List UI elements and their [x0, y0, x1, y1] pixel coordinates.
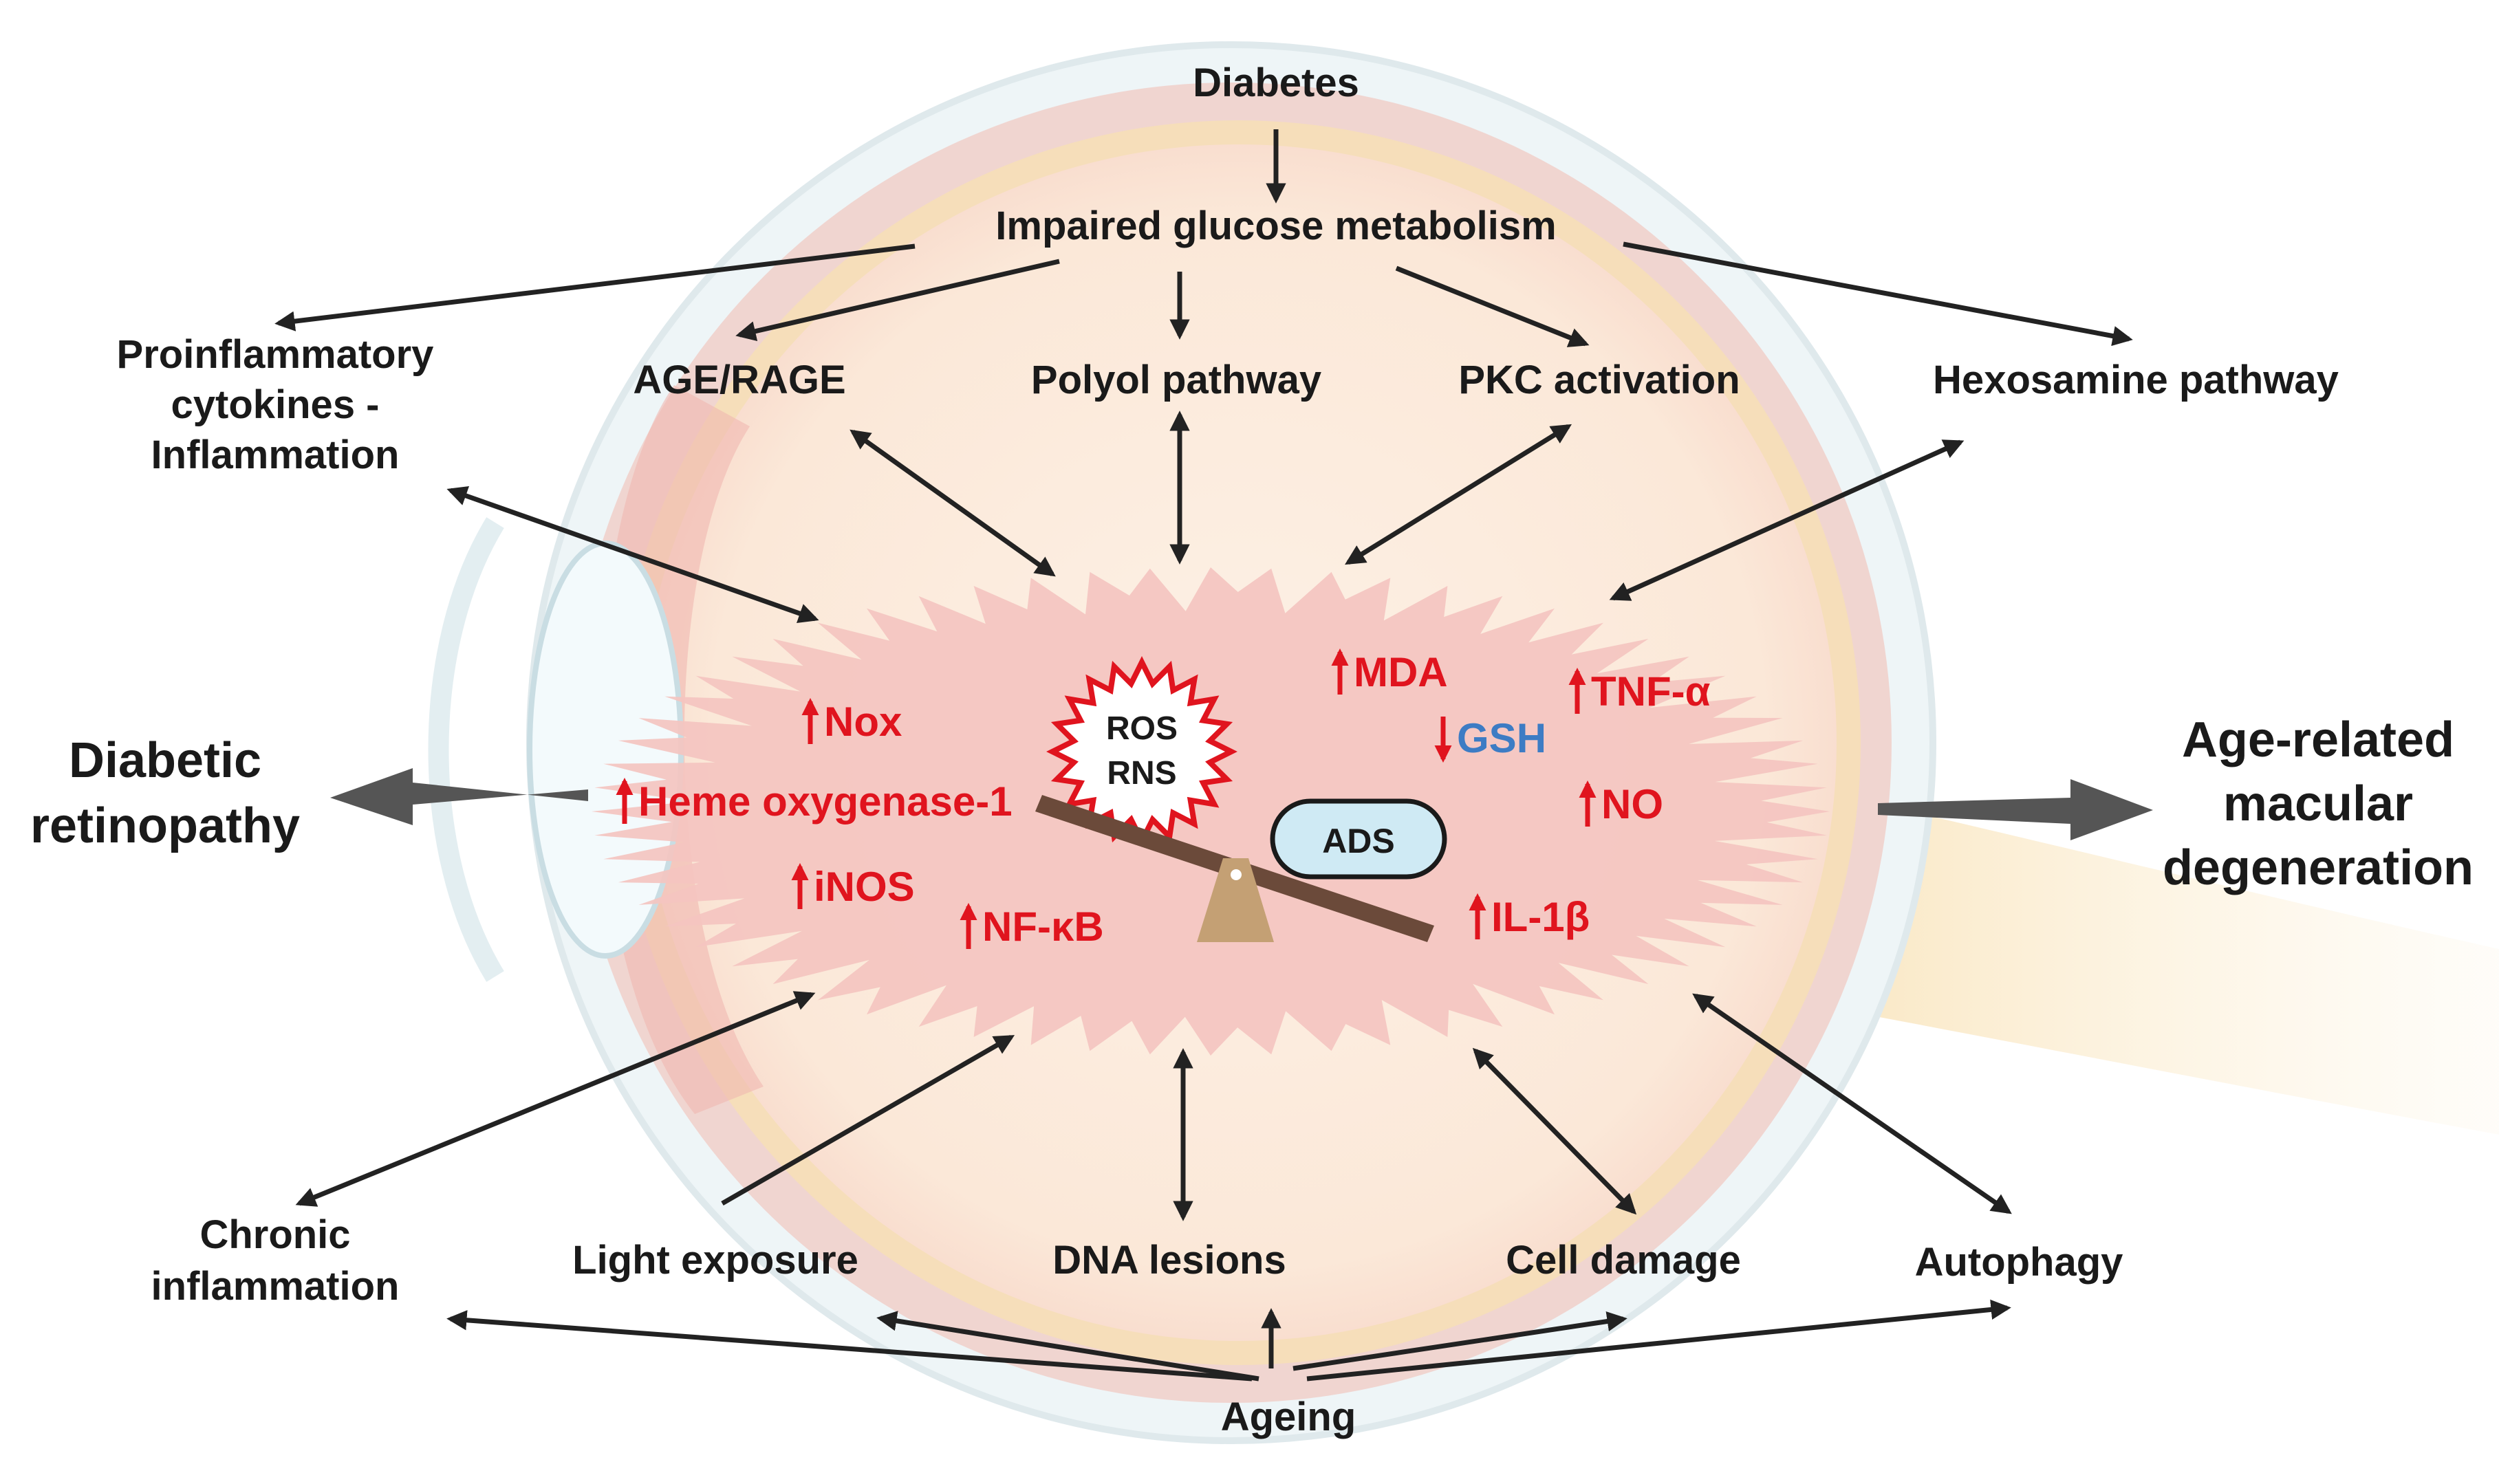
marker-gsh: GSH	[1443, 715, 1546, 761]
svg-text:Heme oxygenase-1: Heme oxygenase-1	[638, 778, 1013, 825]
ros-label: ROS	[1106, 710, 1178, 747]
svg-text:NO: NO	[1601, 781, 1663, 827]
marker-inos: iNOS	[800, 864, 915, 910]
impaired-glucose-label: Impaired glucose metabolism	[995, 204, 1556, 248]
diabetic-retinopathy-line1: Diabetic	[69, 733, 261, 788]
svg-text:iNOS: iNOS	[814, 864, 915, 910]
rns-label: RNS	[1107, 755, 1176, 792]
marker-heme: Heme oxygenase-1	[625, 778, 1013, 825]
svg-text:TNF-α: TNF-α	[1591, 668, 1711, 714]
ads-label: ADS	[1322, 822, 1395, 860]
marker-il1b: IL-1β	[1478, 894, 1590, 940]
polyol-label: Polyol pathway	[1031, 358, 1321, 402]
chronic-inflammation-line2: inflammation	[151, 1264, 400, 1309]
amd-line1: Age-related	[2182, 712, 2454, 767]
svg-text:MDA: MDA	[1354, 649, 1448, 695]
proinflammatory-label-3: Inflammation	[151, 433, 400, 477]
marker-nfkb: NF-κB	[969, 904, 1104, 950]
marker-nox: Nox	[810, 699, 902, 745]
proinflammatory-label-2: cytokines -	[171, 382, 380, 427]
marker-mda: MDA	[1340, 649, 1448, 695]
svg-text:NF-κB: NF-κB	[982, 904, 1104, 950]
diabetic-retinopathy-line2: retinopathy	[30, 798, 300, 853]
svg-text:GSH: GSH	[1457, 715, 1546, 761]
diabetes-label: Diabetes	[1193, 61, 1359, 105]
age-rage-label: AGE/RAGE	[633, 358, 845, 402]
cell-damage-label: Cell damage	[1506, 1238, 1741, 1283]
pkc-label: PKC activation	[1458, 358, 1740, 402]
light-exposure-label: Light exposure	[572, 1238, 858, 1283]
ageing-label: Ageing	[1221, 1395, 1356, 1439]
chronic-inflammation-line1: Chronic	[199, 1212, 350, 1257]
dna-lesions-label: DNA lesions	[1052, 1238, 1286, 1283]
svg-text:Nox: Nox	[824, 699, 902, 745]
svg-text:IL-1β: IL-1β	[1491, 894, 1590, 940]
hexosamine-label: Hexosamine pathway	[1933, 358, 2339, 402]
marker-tnf: TNF-α	[1577, 668, 1711, 714]
autophagy-label: Autophagy	[1915, 1240, 2123, 1285]
amd-line3: degeneration	[2163, 840, 2474, 895]
proinflammatory-label-1: Proinflammatory	[117, 332, 434, 377]
amd-line2: macular	[2223, 776, 2413, 831]
